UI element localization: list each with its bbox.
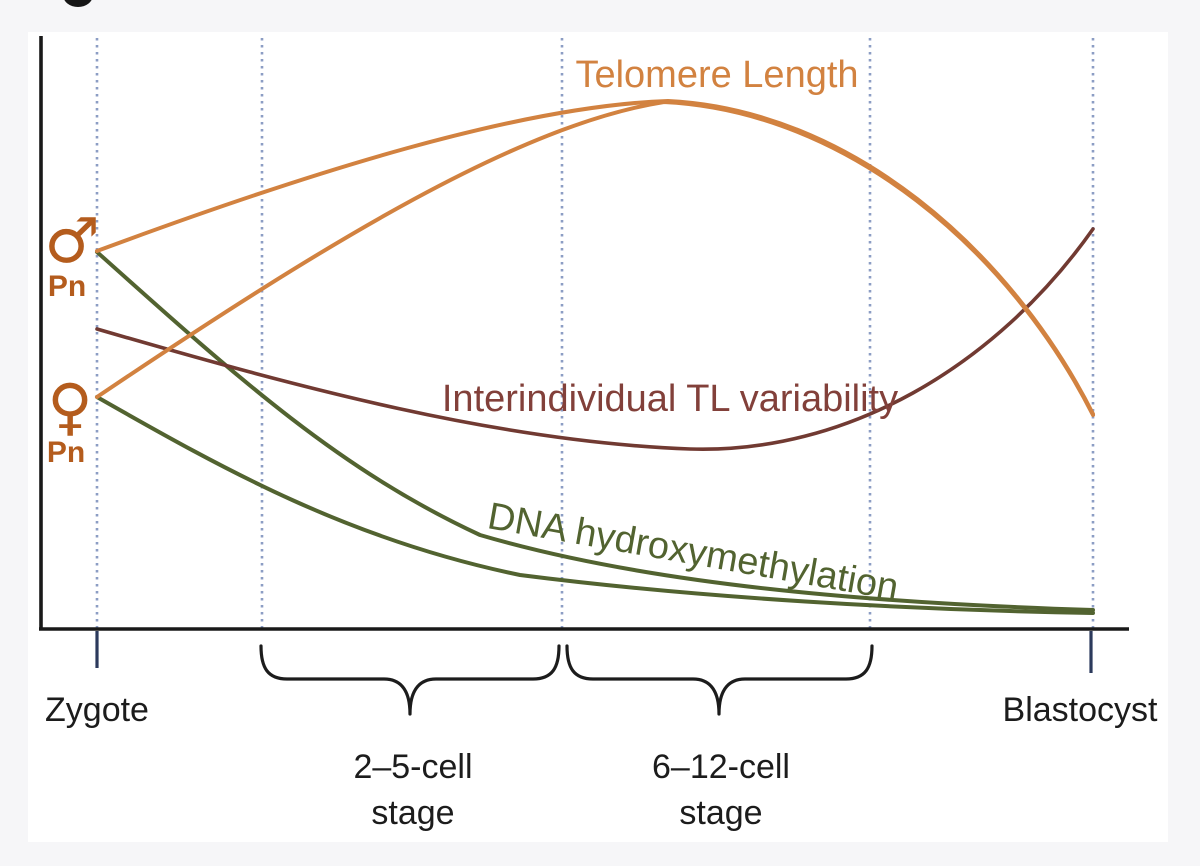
label-stage-2-5-line1: 2–5-cell [353, 748, 472, 786]
plot-panel [28, 32, 1168, 842]
label-tl-variability: Interindividual TL variability [442, 378, 898, 420]
label-stage-6-12-line1: 6–12-cell [652, 748, 790, 786]
label-stage-2-5-line2: stage [371, 794, 454, 832]
curve-telomere-male [95, 98, 1095, 416]
label-zygote: Zygote [45, 691, 149, 729]
cropped-letter-fragment [64, 0, 92, 7]
curve-tl-variability [95, 227, 1095, 451]
brace-6-12-cell [565, 644, 874, 716]
curve-dna-hydroxymethylation-male [95, 250, 1095, 612]
label-blastocyst: Blastocyst [1003, 691, 1158, 729]
male-pronucleus-icon: ♂ [44, 204, 100, 277]
female-pn-label: Pn [47, 436, 85, 469]
label-telomere-length: Telomere Length [575, 54, 858, 96]
female-pronucleus-icon: ♀ [47, 370, 92, 443]
label-stage-6-12-line2: stage [679, 794, 762, 832]
curve-dna-hydroxymethylation-female [95, 395, 1095, 615]
brace-2-5-cell [259, 644, 561, 716]
male-pn-label: Pn [48, 270, 86, 303]
